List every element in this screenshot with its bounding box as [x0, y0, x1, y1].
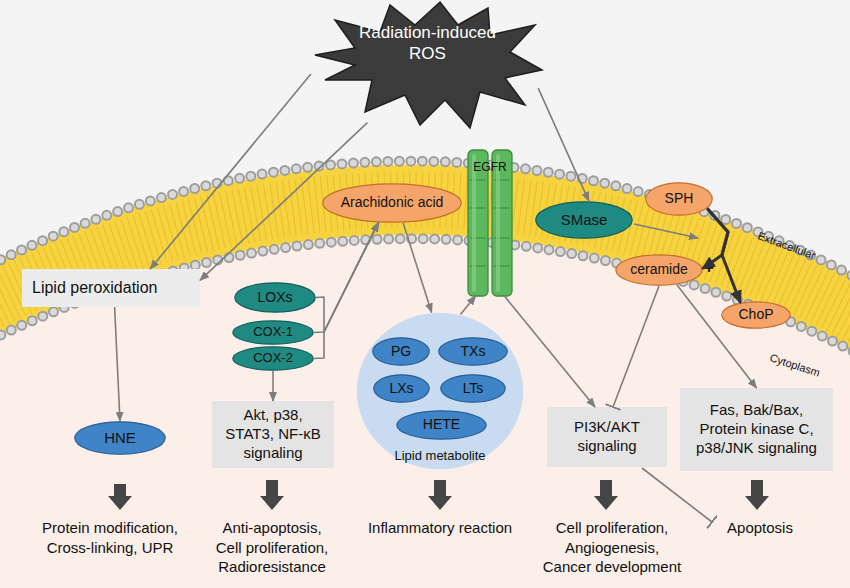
- node-text: LXs: [389, 380, 413, 398]
- node-text: Lipid peroxidation: [32, 278, 157, 298]
- block-arrows: [108, 480, 769, 510]
- enzyme-ellipse: COX-2: [232, 346, 314, 371]
- box-fill: [680, 388, 833, 471]
- connector-arrow: [314, 223, 378, 333]
- node-text: EGFR: [466, 160, 514, 175]
- ros-star: Radiation-induced ROS: [310, 0, 545, 132]
- node-text: LTs: [463, 380, 484, 398]
- node-text: LOXs: [257, 289, 292, 307]
- signaling-box: PI3K/AKT signaling: [547, 407, 667, 467]
- connector-arrow: [707, 208, 740, 302]
- signaling-box: Fas, Bak/Bax, Protein kinase C, p38/JNK …: [680, 388, 833, 471]
- ellipse-fill: [397, 411, 486, 439]
- block-arrow: [108, 484, 132, 510]
- enzyme-ellipse: LOXs: [234, 282, 316, 313]
- node-text: Fas, Bak/Bax, Protein kinase C, p38/JNK …: [691, 401, 823, 457]
- node-text: ceramide: [630, 261, 688, 279]
- ellipse-fill: [75, 422, 165, 454]
- outcome-text: Cell proliferation, Angiogenesis, Cancer…: [540, 518, 685, 577]
- outcome-text: Protein modification, Cross-linking, UPR: [40, 518, 180, 557]
- ellipse-fill: [616, 255, 702, 285]
- connector-arrow: [272, 371, 274, 401]
- leader-arrow: [634, 224, 698, 238]
- star-fill: [315, 2, 542, 128]
- metabolite-ellipse: LTs: [440, 374, 506, 403]
- enzyme-ellipse: COX-1: [232, 320, 314, 345]
- lipid-heads: [0, 161, 850, 285]
- block-arrow: [260, 480, 284, 510]
- connector-arrow: [115, 307, 120, 421]
- node-text: TXs: [461, 343, 486, 361]
- connector-arrow: [538, 88, 589, 201]
- node-text: HETE: [423, 416, 460, 434]
- node-text: PG: [391, 343, 411, 361]
- receptor-highlight: [472, 154, 476, 292]
- ellipse-fill: [357, 313, 523, 469]
- metabolite-ellipse: TXs: [438, 337, 508, 366]
- node-text: Arachidonic acid: [341, 194, 444, 212]
- node-text: PI3K/AKT signaling: [555, 418, 659, 456]
- ellipse-fill: [441, 375, 505, 402]
- ellipse-fill: [233, 321, 313, 344]
- connector-arrow: [613, 286, 659, 407]
- node-text: ChoP: [738, 306, 773, 324]
- connector-arrow: [150, 74, 311, 269]
- receptor: EGFR: [466, 150, 514, 296]
- lipid-ellipse: ChoP: [721, 301, 791, 329]
- enzyme-ellipse: SMase: [535, 201, 633, 239]
- ellipse-fill: [233, 347, 313, 370]
- block-arrow: [428, 480, 452, 510]
- plus-sign: +: [704, 258, 720, 278]
- node-text: SMase: [561, 211, 608, 230]
- node-text: Radiation-induced ROS: [348, 22, 508, 65]
- metabolite-ellipse: HETE: [396, 410, 487, 440]
- process-box: Lipid peroxidation: [22, 269, 200, 307]
- signaling-box: Akt, p38, STAT3, NF-κB signaling: [212, 401, 334, 468]
- box-fill: [547, 407, 667, 467]
- ellipse-fill: [235, 283, 315, 312]
- ellipse-fill: [374, 375, 429, 402]
- connector-arrow: [403, 223, 432, 313]
- lipid-ellipse: Arachidonic acid: [322, 183, 462, 223]
- node-text: Akt, p38, STAT3, NF-κB signaling: [220, 406, 326, 462]
- product-ellipse: HNE: [74, 421, 166, 455]
- lipid-heads: [0, 161, 850, 285]
- node-text: COX-1: [253, 324, 293, 340]
- connector-arrow: [314, 223, 378, 359]
- block-arrow: [594, 480, 618, 510]
- ellipse-fill: [373, 338, 429, 365]
- ros-star-outline: [310, 0, 545, 132]
- ellipse-fill: [439, 338, 507, 365]
- connector-arrow: [316, 223, 378, 332]
- block-arrow: [745, 480, 769, 510]
- box-fill: [22, 269, 200, 307]
- metabolite-circle: Lipid metabolite PG TXsLXs LTsHETE: [356, 312, 524, 470]
- outcome-text: Anti-apoptosis, Cell proliferation, Radi…: [212, 518, 332, 577]
- lipid-ellipse: ceramide: [615, 254, 703, 286]
- connector-arrow: [677, 285, 757, 388]
- node-text: COX-2: [253, 350, 293, 366]
- node-text: HNE: [104, 429, 136, 448]
- connector-arrow: [460, 296, 475, 314]
- outcome-text: Apoptosis: [705, 518, 815, 538]
- inhibition-line: [642, 468, 712, 522]
- metabolite-ellipse: PG: [372, 337, 430, 366]
- metabolite-ellipse: LXs: [373, 374, 430, 403]
- lipid-ellipse: SPH: [645, 182, 713, 216]
- ellipse-fill: [323, 184, 461, 222]
- node-text: Lipid metabolite: [356, 448, 524, 464]
- outcome-text: Inflammatory reaction: [350, 518, 530, 538]
- receptor-highlight: [496, 154, 500, 292]
- node-text: SPH: [665, 190, 694, 208]
- box-fill: [212, 401, 334, 468]
- ellipse-fill: [722, 302, 790, 328]
- ellipse-fill: [536, 202, 632, 238]
- ellipse-fill: [646, 183, 712, 215]
